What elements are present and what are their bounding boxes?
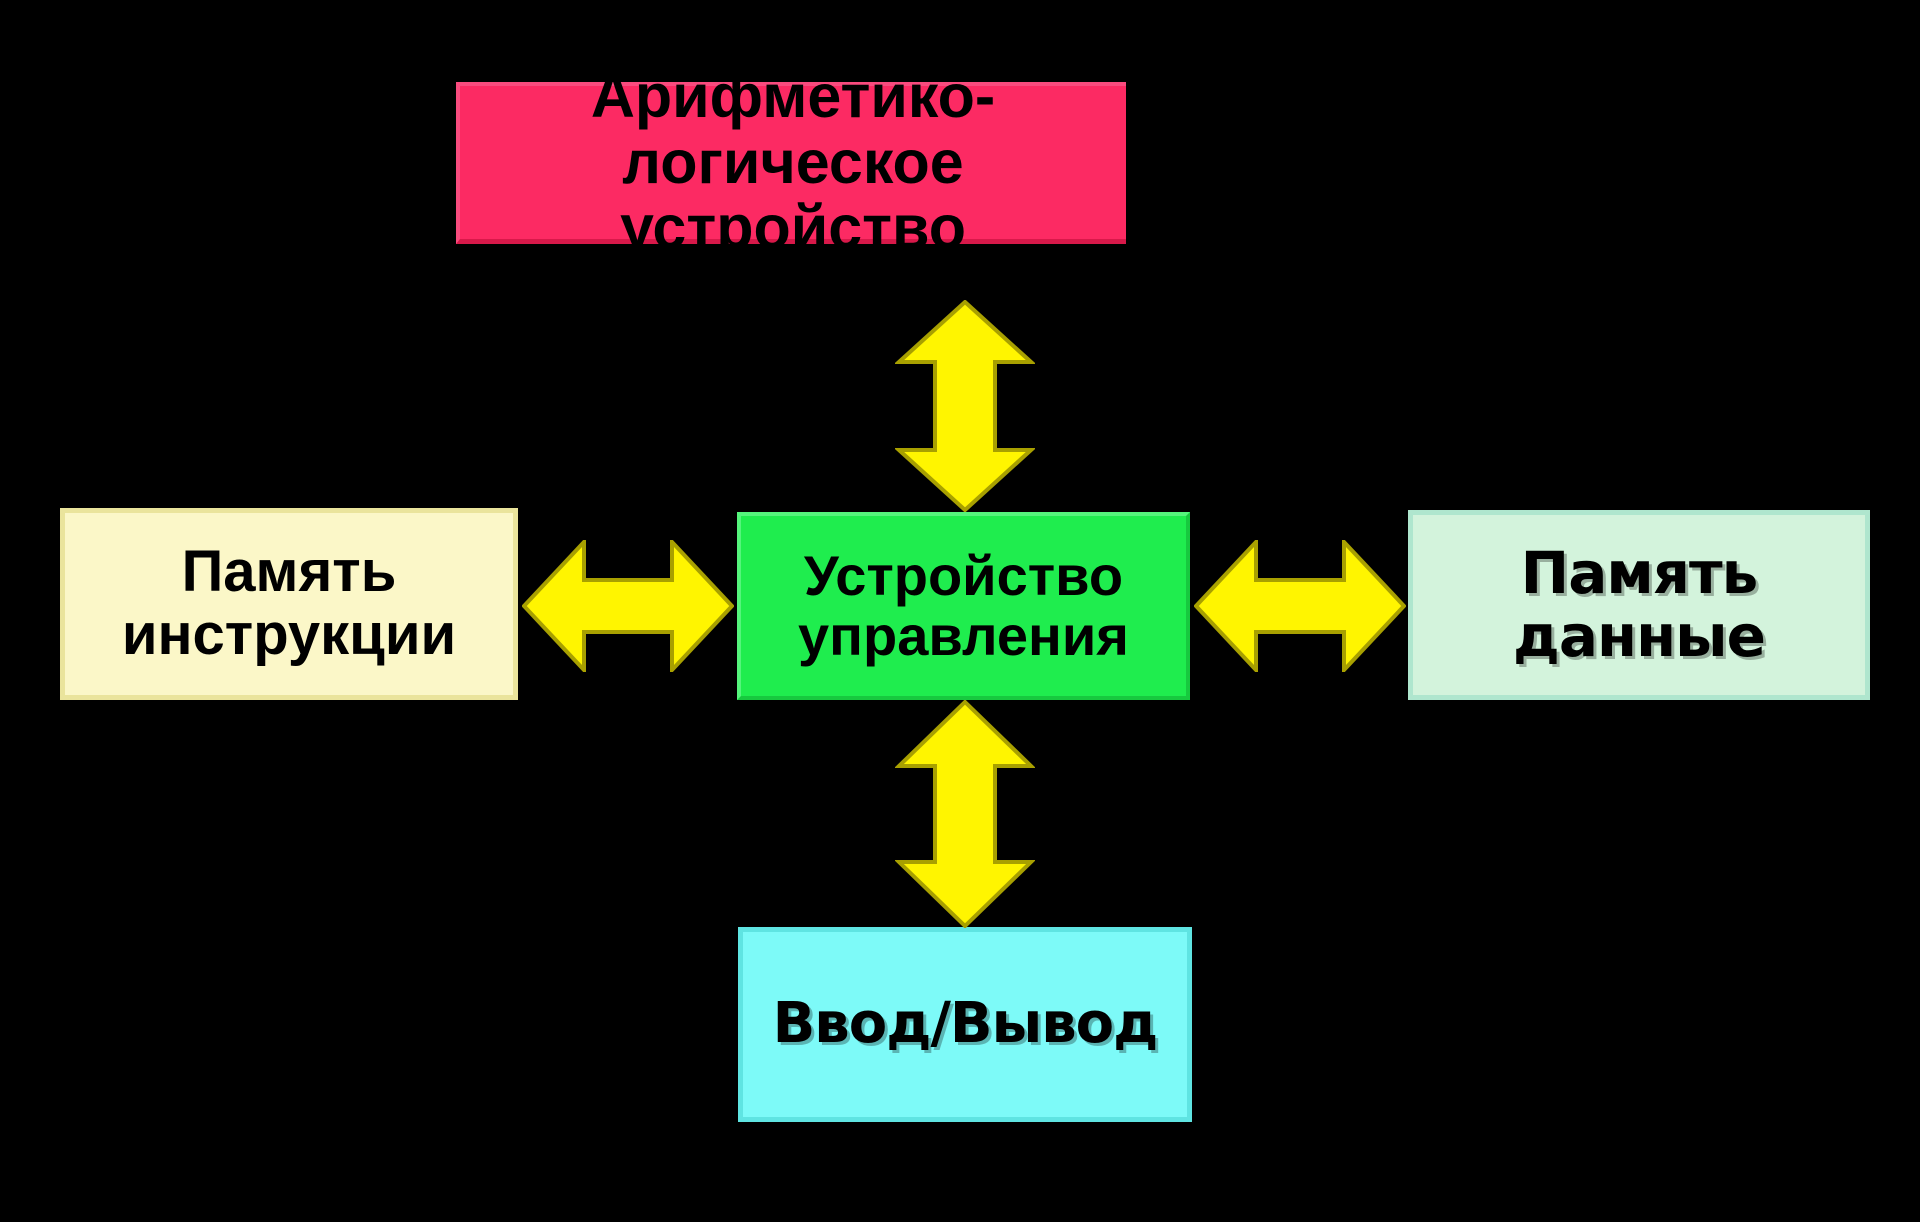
node-data-memory[interactable]: Память данные [1408, 510, 1870, 700]
node-alu-label: Арифметико-логическое устройство [590, 61, 996, 262]
node-input-output-label: Ввод/Вывод [772, 991, 1159, 1057]
double-arrow-horizontal-icon [1194, 540, 1406, 672]
node-arithmetic-logic-unit[interactable]: Арифметико-логическое устройство [456, 63, 1126, 260]
node-instruction-memory[interactable]: Память инструкции [60, 508, 518, 700]
node-input-output[interactable]: Ввод/Вывод [738, 927, 1192, 1122]
double-arrow-vertical-icon [895, 700, 1035, 928]
connector-control-unit-to-input-output [895, 700, 1035, 928]
node-data-memory-label: Память данные [1513, 539, 1766, 670]
double-arrow-vertical-icon [895, 300, 1035, 512]
node-control-unit[interactable]: Устройство управления [737, 512, 1190, 700]
connector-instruction-memory-to-control-unit [522, 540, 734, 672]
node-instruction-memory-label: Память инструкции [121, 539, 457, 667]
double-arrow-horizontal-icon [522, 540, 734, 672]
connector-control-unit-to-alu [895, 300, 1035, 512]
node-control-unit-label: Устройство управления [798, 543, 1129, 667]
connector-control-unit-to-data-memory [1194, 540, 1406, 672]
